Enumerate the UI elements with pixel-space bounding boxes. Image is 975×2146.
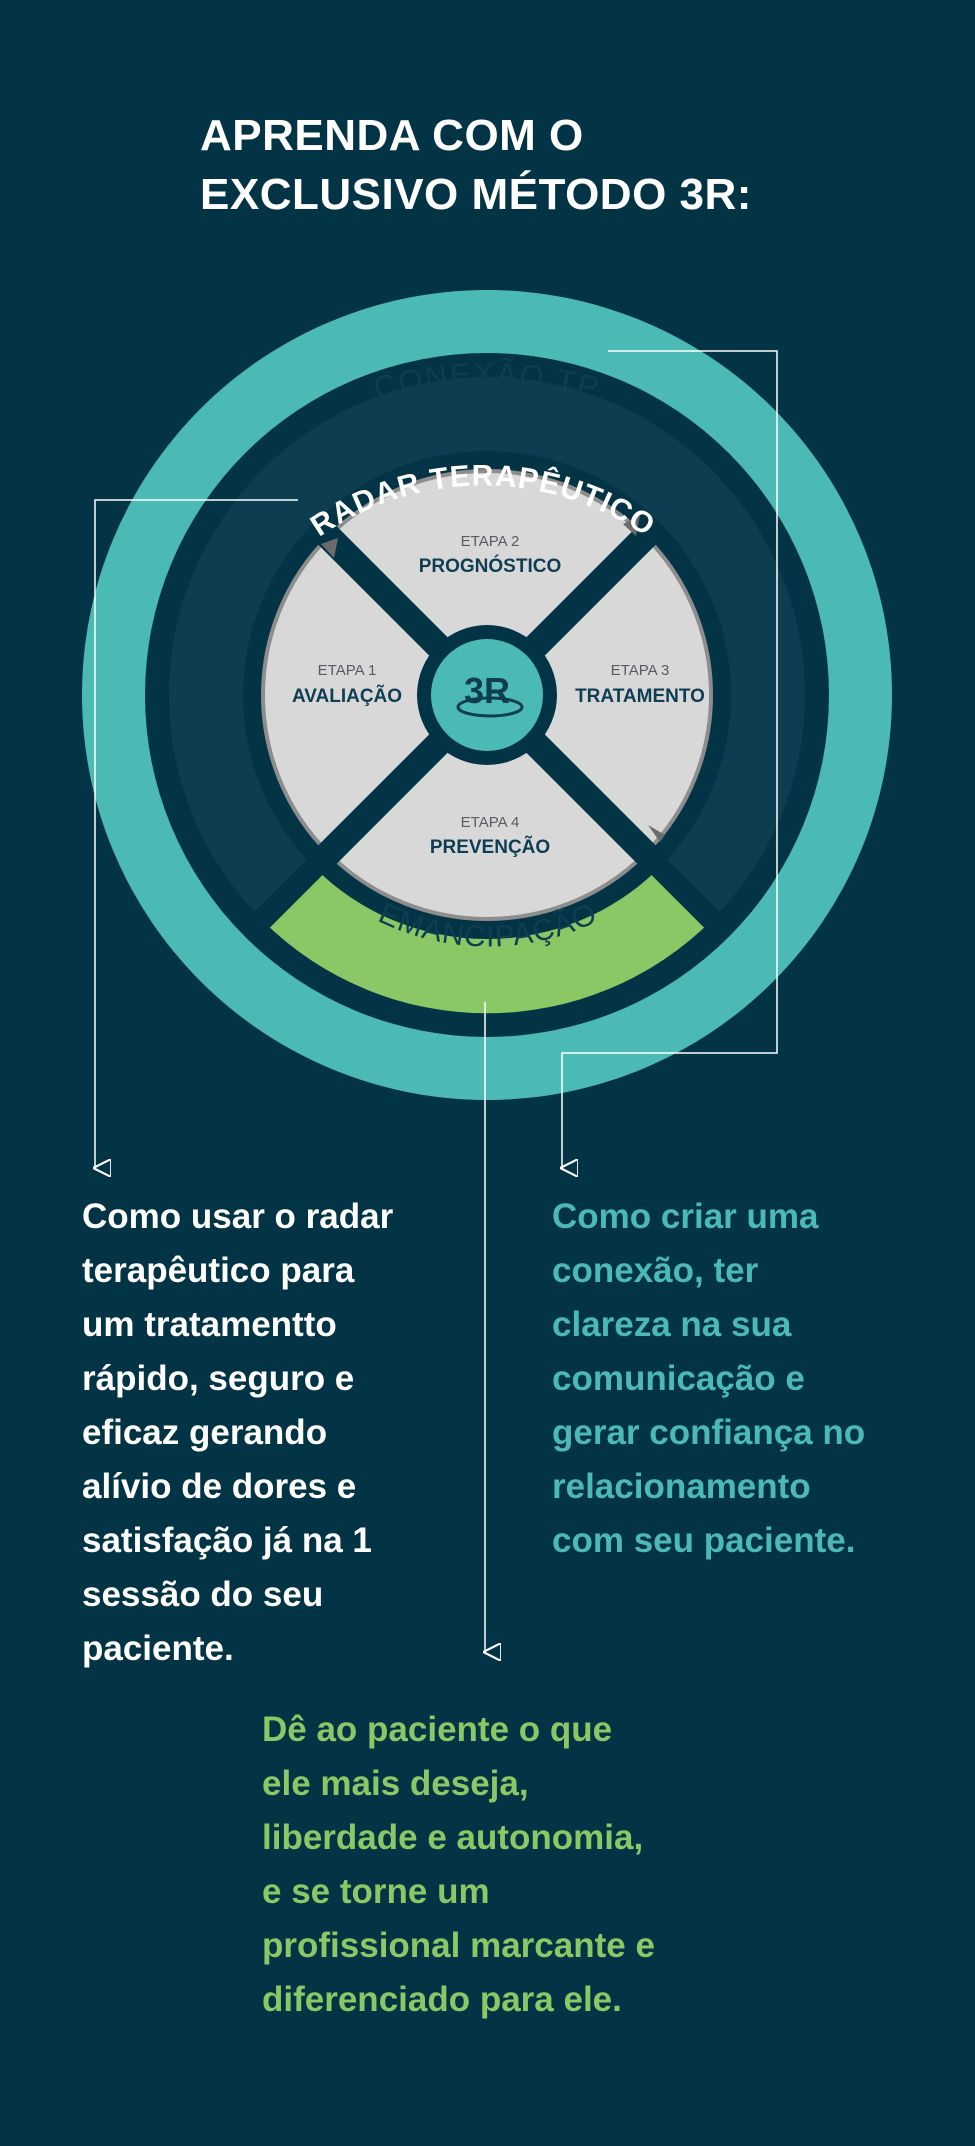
conexao-line: clareza na sua xyxy=(552,1305,792,1344)
stage-1-name: AVALIAÇÃO xyxy=(292,685,402,707)
stage-4-step: ETAPA 4 xyxy=(461,814,520,831)
stage-2-name: PROGNÓSTICO xyxy=(419,555,562,577)
radar-line: satisfação já na 1 xyxy=(82,1521,372,1560)
center-label: 3R xyxy=(464,670,510,711)
conexao-line: Como criar uma xyxy=(552,1197,819,1236)
stage-2-step: ETAPA 2 xyxy=(461,533,520,550)
title-line-2: EXCLUSIVO MÉTODO 3R: xyxy=(200,170,752,219)
emancipacao-line: profissional marcante e xyxy=(262,1926,655,1965)
stage-4-name: PREVENÇÃO xyxy=(430,836,550,858)
radar-line: alívio de dores e xyxy=(82,1467,357,1506)
conexao-description: Como criar uma conexão, ter clareza na s… xyxy=(552,1190,952,1568)
emancipacao-line: Dê ao paciente o que xyxy=(262,1710,613,1749)
conexao-line: comunicação e xyxy=(552,1359,805,1398)
emancipacao-line: liberdade e autonomia, xyxy=(262,1818,644,1857)
stage-1-step: ETAPA 1 xyxy=(318,662,377,679)
center-badge xyxy=(431,639,543,751)
conexao-line: relacionamento xyxy=(552,1467,811,1506)
arrow-2-to-3-icon xyxy=(623,515,640,536)
center-swoosh-icon xyxy=(456,696,524,718)
emancipacao-line: diferenciado para ele. xyxy=(262,1980,622,2019)
radar-line: um tratamentto xyxy=(82,1305,337,1344)
radar-line: eficaz gerando xyxy=(82,1413,328,1452)
conexao-line: conexão, ter xyxy=(552,1251,759,1290)
conexao-line: gerar confiança no xyxy=(552,1413,866,1452)
emancipacao-line: ele mais deseja, xyxy=(262,1764,529,1803)
emancipacao-line: e se torne um xyxy=(262,1872,490,1911)
radar-line: rápido, seguro e xyxy=(82,1359,355,1398)
arrow-1-to-2-icon xyxy=(321,538,338,558)
title-line-1: APRENDA COM O xyxy=(200,111,584,160)
page-title: APRENDA COM O EXCLUSIVO MÉTODO 3R: xyxy=(200,106,900,224)
radar-line: terapêutico para xyxy=(82,1251,355,1290)
conexao-line: com seu paciente. xyxy=(552,1521,856,1560)
connector-radar xyxy=(95,499,298,1168)
emancipacao-description: Dê ao paciente o que ele mais deseja, li… xyxy=(262,1703,822,2027)
radar-line: Como usar o radar xyxy=(82,1197,394,1236)
connector-conexao xyxy=(562,350,778,1168)
stage-3-step: ETAPA 3 xyxy=(611,662,670,679)
radar-description: Como usar o radar terapêutico para um tr… xyxy=(82,1190,462,1676)
arrow-3-to-4-icon xyxy=(648,825,665,842)
radar-line: sessão do seu xyxy=(82,1575,324,1614)
stage-3-name: TRATAMENTO xyxy=(575,686,705,707)
radar-line: paciente. xyxy=(82,1629,234,1668)
